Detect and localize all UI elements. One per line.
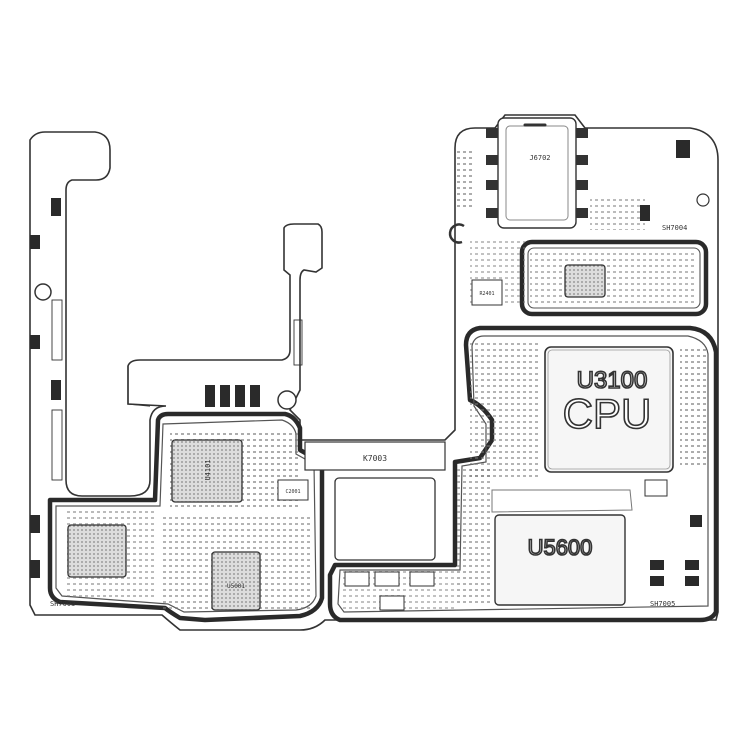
r2401-label: R2401 (479, 291, 494, 297)
u4101-label: U4101 (204, 459, 212, 480)
k7003-connector (304, 441, 446, 471)
u2401-chip (564, 264, 606, 298)
c2001-label: C2001 (285, 489, 300, 495)
c-clip (448, 223, 465, 244)
u4201-chip (67, 524, 127, 578)
u5600-label: U5600 (528, 535, 593, 560)
mounting-hole-top-right (696, 193, 710, 207)
j6702-sim-tray (497, 117, 577, 229)
mounting-hole-left (34, 283, 52, 301)
sh7004-label: SH7004 (662, 224, 687, 232)
board-outline-left (29, 114, 719, 631)
u4101-chip (171, 439, 243, 503)
mounting-hole-center (277, 390, 297, 410)
board-outline-inner-left (127, 366, 151, 407)
cpu-name-label: CPU (563, 390, 652, 437)
cpu-chip (544, 346, 674, 473)
shield-can-left (47, 411, 325, 623)
k7003-label: K7003 (363, 454, 387, 463)
u5001-chip (211, 551, 261, 611)
j6702-label: J6702 (529, 154, 550, 162)
sh7005-label: SH7005 (650, 600, 675, 608)
black-pads (30, 140, 702, 586)
u5600-chip (494, 514, 626, 606)
cpu-ref-label: U3100 (577, 367, 648, 394)
sh7003-label: SH7003 (50, 600, 75, 608)
k7003-pad (334, 477, 436, 561)
u5001-label: U5001 (227, 583, 245, 590)
